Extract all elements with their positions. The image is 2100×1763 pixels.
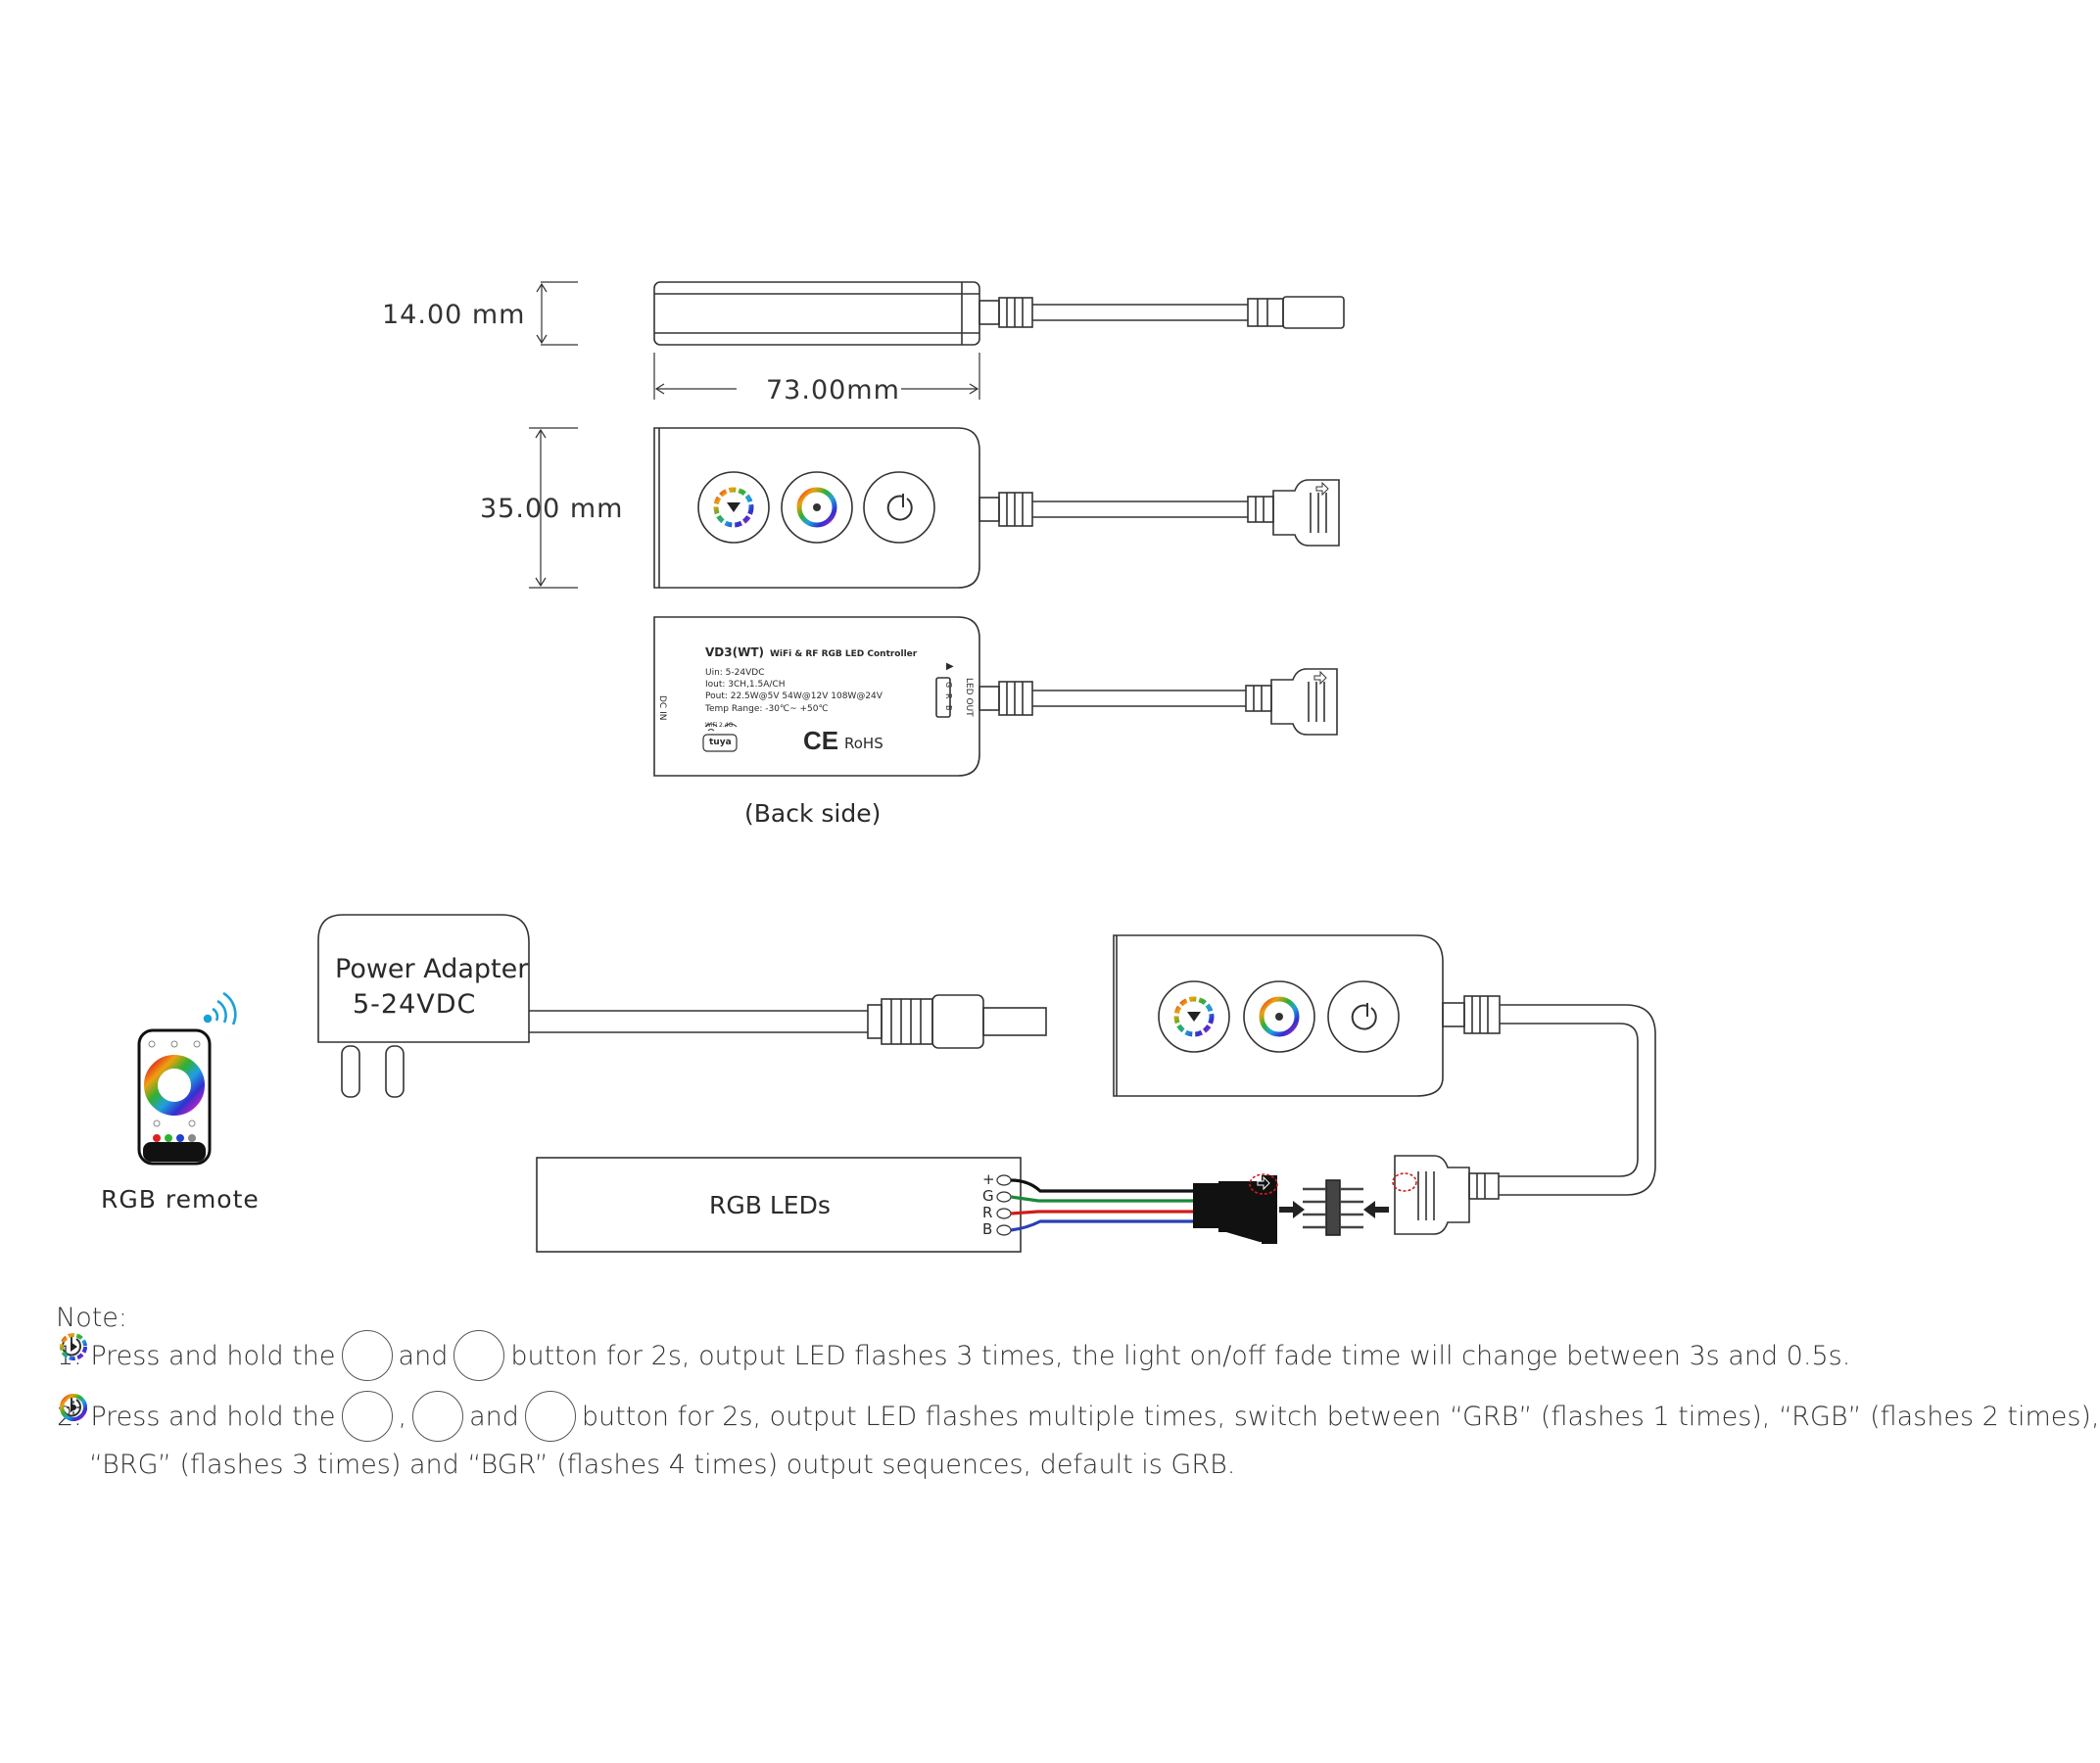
arrow-right (1279, 1201, 1305, 1218)
iout-label: Iout: 3CH,1.5A/CH (705, 680, 786, 690)
view-buttons (697, 471, 1377, 1053)
note-1-prefix: 1. Press and hold the (57, 1340, 336, 1371)
side-view (653, 281, 1345, 346)
wifi-label: WiFi 2.4G (705, 722, 734, 729)
strip-pads (996, 1174, 1012, 1236)
strip-pin-g: G (982, 1187, 994, 1205)
signal-icon (203, 991, 237, 1025)
remote-label: RGB remote (101, 1185, 260, 1214)
note-title: Note: (56, 1303, 128, 1333)
uin-label: Uin: 5-24VDC (705, 668, 765, 678)
led-strip (536, 1157, 1022, 1253)
four-pin-connector (1303, 1179, 1363, 1236)
adapter-voltage: 5-24VDC (353, 989, 477, 1020)
controller-diagram: 14.00 mm 73.00mm 35.00 mm VD3(WT) WiFi &… (56, 281, 2100, 1480)
male-connector (1193, 1173, 1278, 1244)
note-2-comma: , (398, 1401, 407, 1432)
note-1-and: and (398, 1340, 449, 1371)
note-1: 1. Press and hold the and button for 2s,… (57, 1330, 1850, 1381)
strip-label: RGB LEDs (709, 1191, 831, 1219)
ce-mark: CE (803, 726, 839, 755)
strip-pin-r: R (982, 1204, 993, 1221)
strip-pin-plus: + (982, 1170, 995, 1188)
adapter-title: Power Adapter (335, 954, 529, 984)
back-side-caption: (Back side) (744, 799, 882, 828)
product-label: WiFi & RF RGB LED Controller (770, 649, 918, 659)
tuya-logo: tuya (709, 738, 732, 747)
led-out-arrow: ▶ (946, 661, 954, 672)
mode-button-icon (60, 1330, 505, 1381)
length-dimension-label: 73.00mm (766, 375, 900, 405)
dc-in-label: DC IN (657, 695, 667, 721)
rohs-mark: RoHS (844, 735, 883, 752)
power-button-icon (62, 1391, 393, 1442)
strip-wires (1010, 1178, 1193, 1232)
pin-r: R (944, 693, 953, 699)
pin-b: B (944, 705, 953, 711)
wiring-controller (1113, 934, 1656, 1235)
diagram-drawing (137, 281, 1656, 1253)
note-1-rest: button for 2s, output LED flashes 3 time… (510, 1340, 1851, 1371)
brightness-button-icon (60, 1391, 464, 1442)
power-button-icon (62, 1330, 393, 1381)
mode-button-icon (60, 1391, 576, 1442)
arrow-left (1363, 1201, 1389, 1218)
note-2-rest: button for 2s, output LED flashes multip… (581, 1401, 2100, 1432)
front-view (653, 427, 1340, 589)
model-label: VD3(WT) (705, 645, 764, 659)
dimension-lines (529, 281, 980, 589)
strip-pin-b: B (982, 1220, 993, 1238)
note-2-and: and (469, 1401, 519, 1432)
red-mark-female (1392, 1172, 1417, 1192)
temp-label: Temp Range: -30℃~ +50℃ (705, 704, 829, 714)
note-2: 2. Press and hold the , and button for 2… (57, 1391, 2100, 1442)
note-2-prefix: 2. Press and hold the (57, 1401, 336, 1432)
note-2-line2: “BRG” (flashes 3 times) and “BGR” (flash… (89, 1450, 1236, 1480)
rgb-remote (137, 1028, 212, 1166)
height-dimension-label: 14.00 mm (382, 300, 526, 330)
pin-g: G (944, 682, 953, 689)
pout-label: Pout: 22.5W@5V 54W@12V 108W@24V (705, 691, 883, 701)
back-view (653, 616, 1338, 777)
power-adapter (317, 914, 1047, 1098)
width-dimension-label: 35.00 mm (480, 494, 624, 524)
led-out-label: LED OUT (964, 678, 974, 717)
